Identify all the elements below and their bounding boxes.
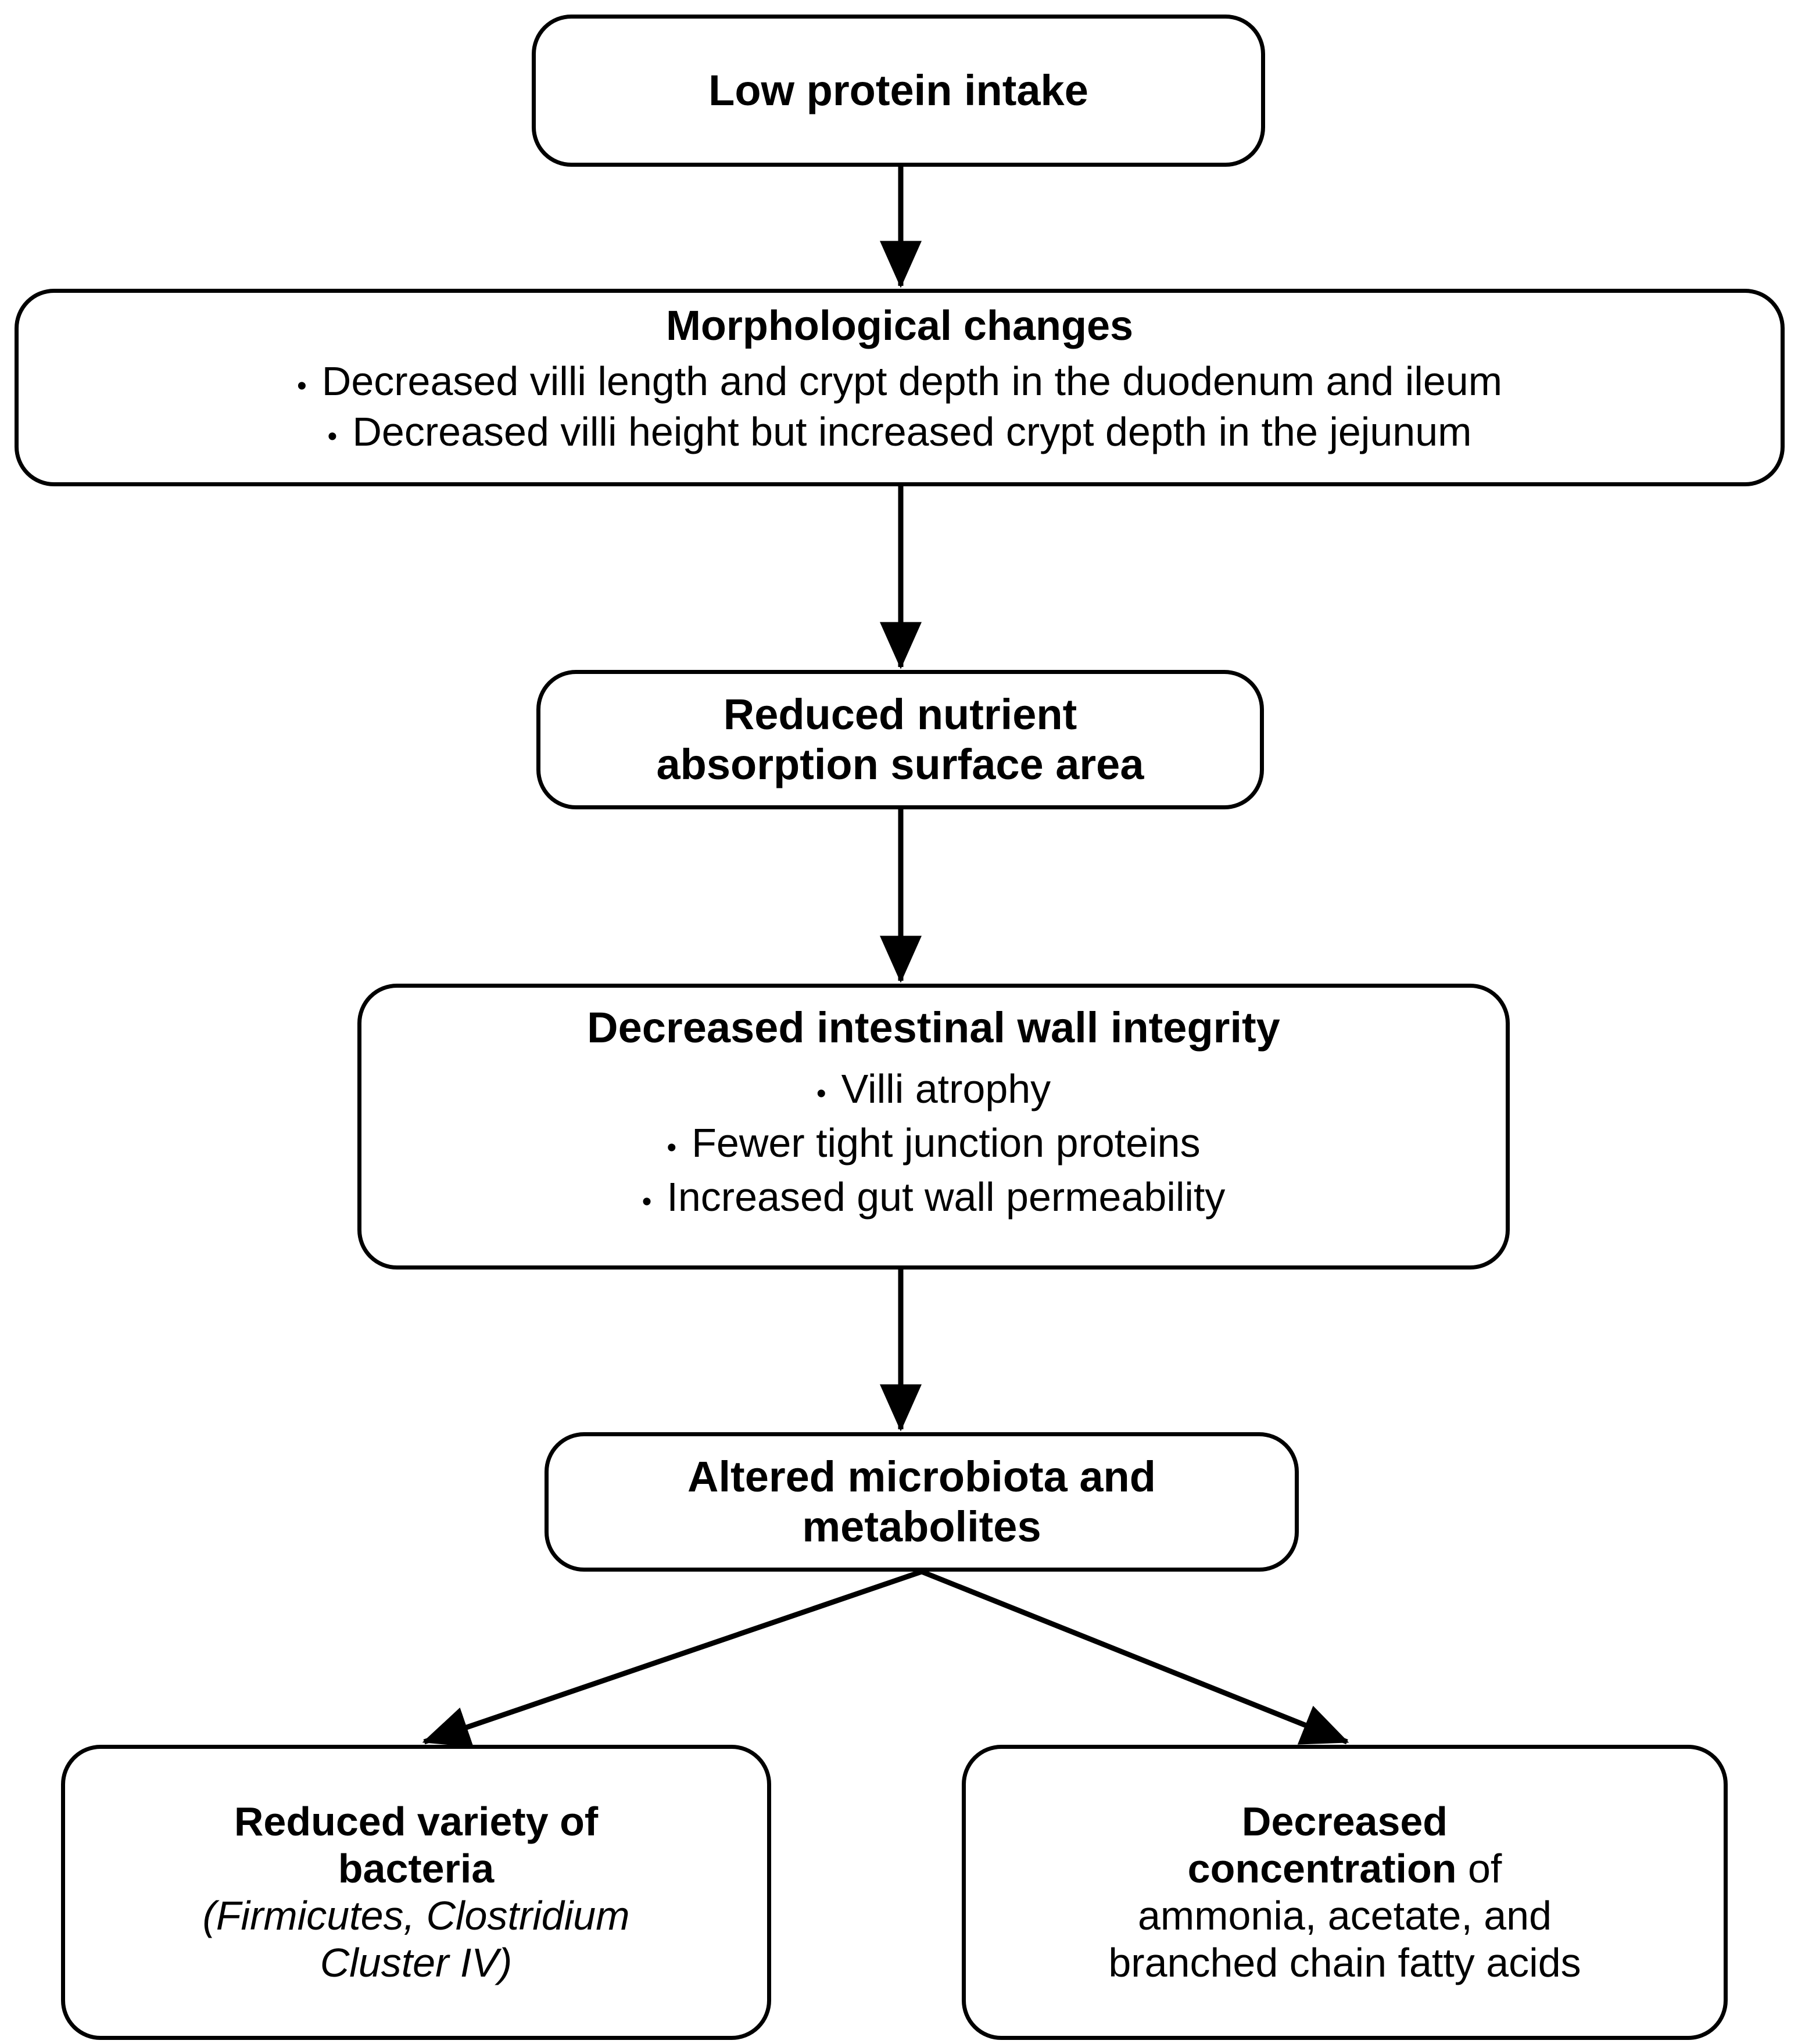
node-decreased-concentration-line2: concentration of <box>1188 1845 1502 1892</box>
node-reduced-absorption-line2: absorption surface area <box>656 740 1144 788</box>
node-reduced-variety-line1: Reduced variety of <box>234 1798 599 1844</box>
bullet-text: Villi atrophy <box>841 1066 1051 1111</box>
bullet-item: • Villi atrophy <box>816 1066 1051 1113</box>
bullet-text: Decreased villi length and crypt depth i… <box>321 358 1503 404</box>
node-reduced-variety-subline1: (Firmicutes, Clostridium <box>202 1893 630 1938</box>
bullet-text: Increased gut wall permeability <box>667 1174 1226 1220</box>
bullet-item: • Fewer tight junction proteins <box>667 1120 1200 1167</box>
node-wall-integrity-title: Decreased intestinal wall integrity <box>587 1003 1280 1052</box>
bullet-dot-icon: • <box>296 370 307 401</box>
node-decreased-concentration-line1: Decreased <box>1241 1798 1448 1844</box>
bullet-item: • Decreased villi length and crypt depth… <box>297 358 1502 405</box>
node-reduced-variety-of-bacteria[interactable]: Reduced variety of bacteria (Firmicutes,… <box>61 1745 771 2040</box>
node-reduced-absorption-line1: Reduced nutrient <box>723 690 1077 739</box>
bullet-dot-icon: • <box>642 1186 652 1218</box>
node-low-protein-intake[interactable]: Low protein intake <box>532 15 1265 167</box>
node-decreased-concentration-line2-bold: concentration <box>1187 1845 1457 1891</box>
node-decreased-concentration-subline2: branched chain fatty acids <box>1108 1940 1581 1986</box>
node-reduced-absorption-surface-area[interactable]: Reduced nutrient absorption surface area <box>536 670 1264 809</box>
node-decreased-concentration[interactable]: Decreased concentration of ammonia, acet… <box>962 1745 1728 2040</box>
bullet-text: Decreased villi height but increased cry… <box>352 408 1472 454</box>
bullet-item: • Increased gut wall permeability <box>642 1174 1226 1221</box>
node-decreased-concentration-subline1: ammonia, acetate, and <box>1137 1893 1552 1938</box>
node-decreased-intestinal-wall-integrity[interactable]: Decreased intestinal wall integrity • Vi… <box>357 984 1510 1270</box>
node-decreased-concentration-line2-tail: of <box>1456 1845 1502 1891</box>
connector-microbiota-to-reduced-variety <box>422 1569 923 1747</box>
bullet-dot-icon: • <box>816 1078 826 1109</box>
node-morphological-changes[interactable]: Morphological changes • Decreased villi … <box>15 289 1785 486</box>
node-low-protein-intake-title: Low protein intake <box>708 66 1088 115</box>
node-morphological-changes-title: Morphological changes <box>665 303 1134 349</box>
node-altered-microbiota-and-metabolites[interactable]: Altered microbiota and metabolites <box>545 1432 1299 1572</box>
connector-microbiota-to-decreased-concentration <box>921 1569 1349 1745</box>
node-altered-microbiota-line2: metabolites <box>802 1502 1041 1551</box>
bullet-text: Fewer tight junction proteins <box>692 1120 1201 1166</box>
bullet-dot-icon: • <box>327 421 338 452</box>
bullet-item: • Decreased villi height but increased c… <box>328 408 1472 456</box>
node-reduced-variety-subline2: Cluster IV) <box>320 1940 513 1986</box>
node-reduced-variety-line2: bacteria <box>338 1845 495 1891</box>
bullet-dot-icon: • <box>667 1132 677 1164</box>
node-altered-microbiota-line1: Altered microbiota and <box>687 1453 1156 1501</box>
